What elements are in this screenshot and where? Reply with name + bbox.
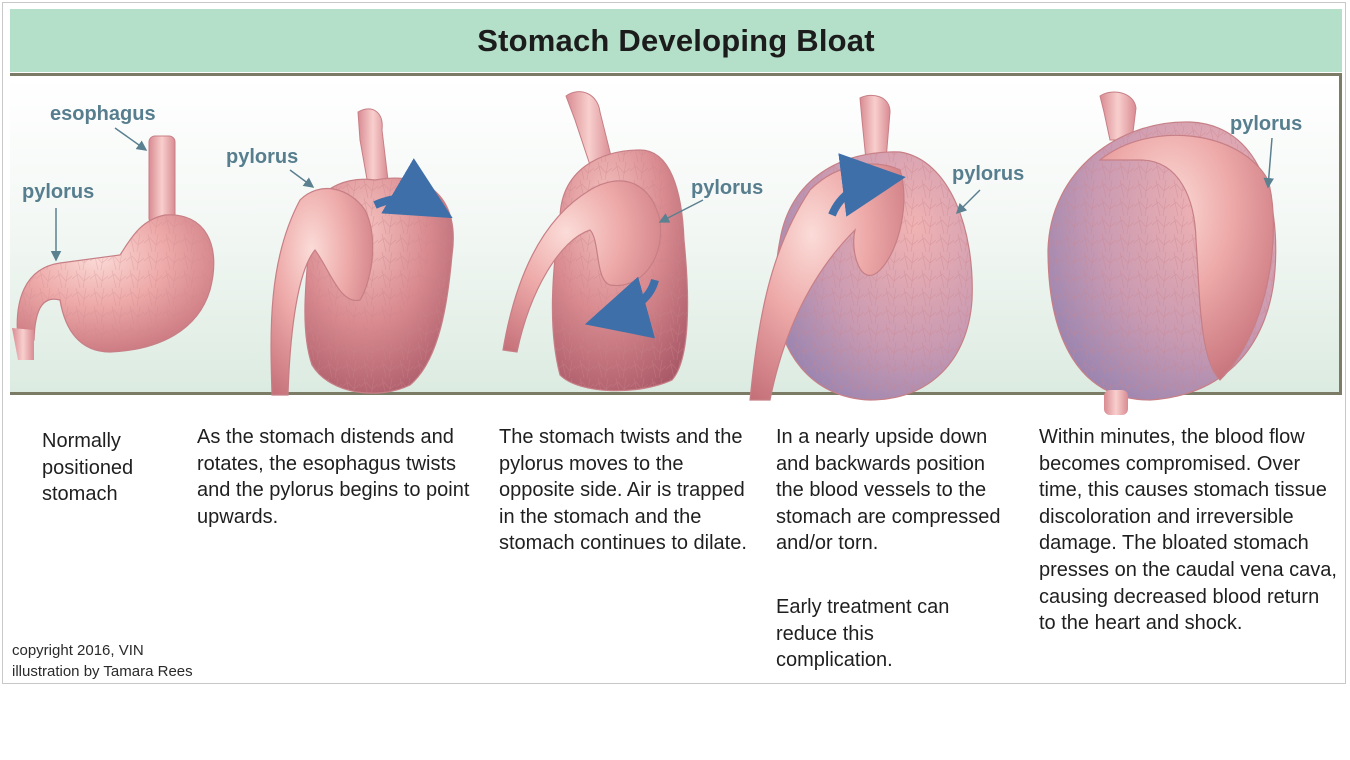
- stomach-bloated: [1047, 91, 1277, 415]
- pylorus-pointer-5: [1263, 137, 1274, 189]
- pylorus-pointer-4: [955, 189, 981, 215]
- caption-stage-4: In a nearly upside down and backwards po…: [776, 426, 1001, 555]
- label-pylorus-5: pylorus: [1230, 113, 1302, 135]
- label-pylorus-1: pylorus: [22, 181, 94, 203]
- stomach-normal: [12, 135, 215, 360]
- stomach-twisted: [502, 91, 689, 392]
- label-esophagus: esophagus: [50, 103, 156, 125]
- pylorus-pointer-3: [658, 199, 704, 223]
- caption-stage-3: The stomach twists and the pylorus moves…: [499, 426, 747, 555]
- caption-stage-1: Normally positioned stomach: [42, 430, 134, 506]
- title-band: Stomach Developing Bloat: [10, 9, 1342, 72]
- copyright-line: copyright 2016, VIN: [12, 642, 144, 659]
- caption-stage-4-note: Early treatment can reduce this complica…: [776, 596, 950, 672]
- caption-stage-2: As the stomach distends and rotates, the…: [197, 426, 470, 528]
- pylorus-pointer-2: [289, 169, 315, 188]
- stomach-rotating: [270, 108, 454, 396]
- stomach-upside-down: [749, 94, 973, 401]
- label-pylorus-3: pylorus: [691, 177, 763, 199]
- caption-stage-5: Within minutes, the blood flow becomes c…: [1039, 426, 1337, 635]
- figure-title: Stomach Developing Bloat: [477, 22, 875, 58]
- label-pylorus-2: pylorus: [226, 146, 298, 168]
- credit-block: copyright 2016, VIN illustration by Tama…: [12, 640, 193, 682]
- label-pylorus-4: pylorus: [952, 163, 1024, 185]
- illustrator-line: illustration by Tamara Rees: [12, 663, 193, 680]
- esophagus-pointer: [114, 127, 148, 151]
